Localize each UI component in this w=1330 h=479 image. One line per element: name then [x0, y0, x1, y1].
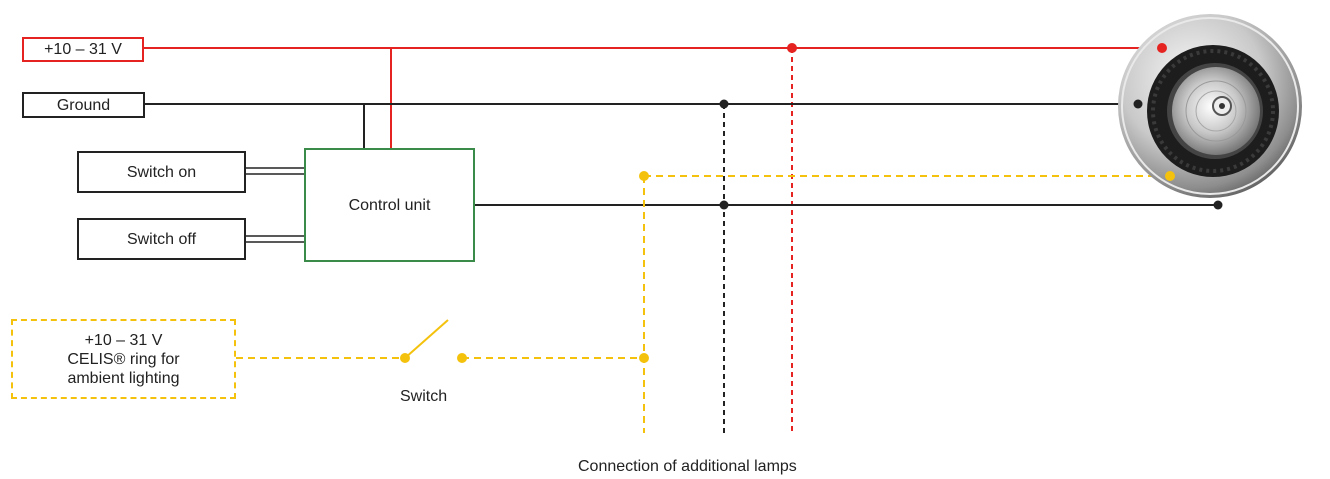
switch-label: Switch: [400, 388, 448, 405]
recessed-spotlight-lamp-icon: [1118, 14, 1302, 198]
supply-wire: [144, 47, 1162, 433]
ground-label: Ground: [22, 92, 145, 118]
ground-wire: [145, 103, 1138, 433]
ground-text: Ground: [56, 96, 111, 114]
switch-wires: [246, 167, 304, 243]
switch-on-text: Switch on: [126, 163, 197, 181]
ambient-lighting-box: +10 – 31 V CELIS® ring for ambient light…: [11, 319, 236, 399]
control-unit-text: Control unit: [348, 196, 431, 214]
supply-voltage-label: +10 – 31 V: [22, 37, 144, 62]
ambient-ring-text: CELIS® ring for: [67, 350, 180, 368]
supply-voltage-text: +10 – 31 V: [44, 41, 122, 58]
switch-off-text: Switch off: [126, 230, 197, 248]
ambient-lighting-text: ambient lighting: [67, 369, 180, 387]
ambient-wire: [236, 175, 1170, 433]
junction-dots: [400, 43, 1223, 363]
switch-lever: [404, 319, 449, 359]
control-unit-box: Control unit: [304, 148, 475, 262]
additional-lamps-caption: Connection of additional lamps: [578, 458, 797, 475]
ambient-voltage-text: +10 – 31 V: [84, 331, 163, 349]
switch-on-box: Switch on: [77, 151, 246, 193]
switch-off-box: Switch off: [77, 218, 246, 260]
